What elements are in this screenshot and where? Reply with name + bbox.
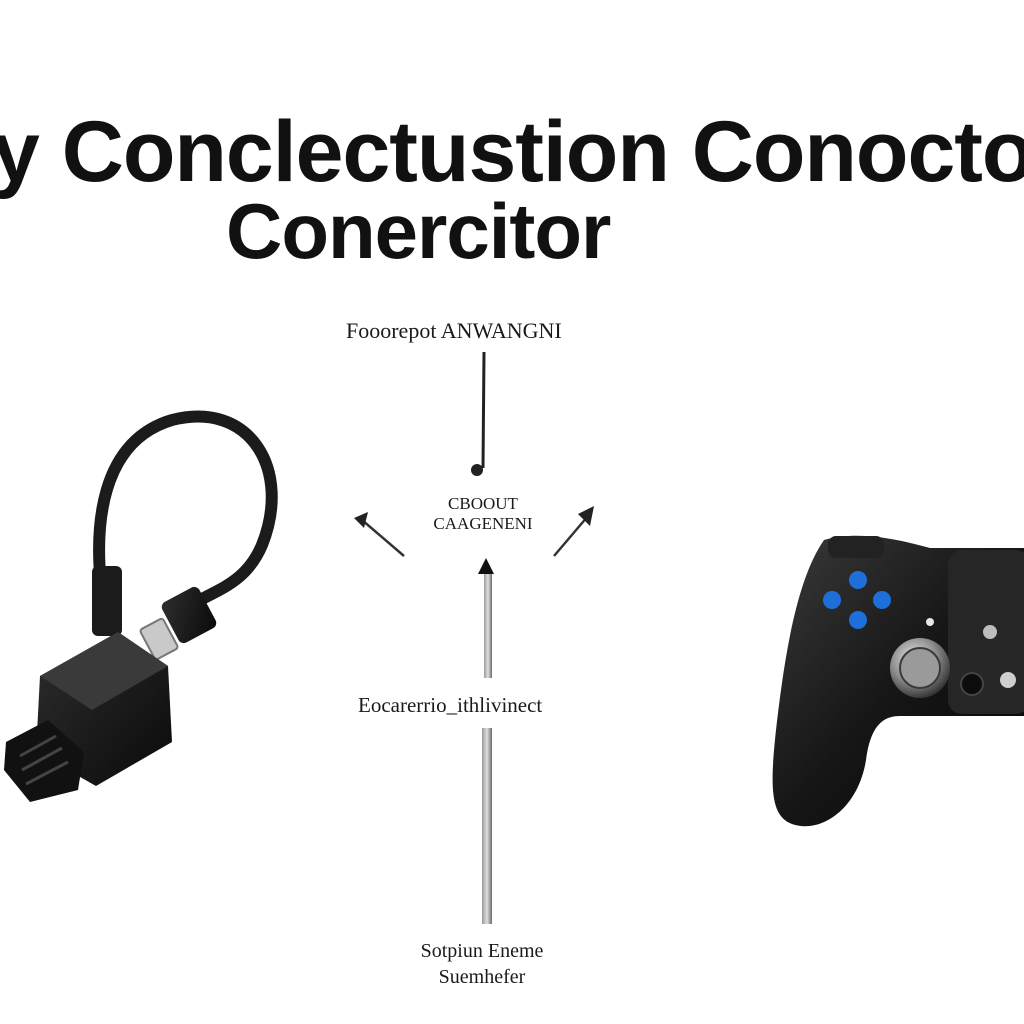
top-connector-line — [481, 351, 486, 469]
dpad-button-left — [823, 591, 841, 609]
cable-strain-relief — [92, 566, 122, 636]
cable-loop — [93, 410, 278, 626]
indicator-light — [926, 618, 934, 626]
left-arrow-head — [354, 512, 368, 528]
small-button-1 — [983, 625, 997, 639]
adapter-top-face — [40, 632, 168, 710]
small-button-3 — [1000, 672, 1016, 688]
small-plug-body — [161, 586, 217, 644]
left-diagonal-line — [361, 519, 405, 557]
title-line-2: Conercitor — [226, 187, 611, 275]
center-lower-rod — [482, 728, 492, 924]
dpad-button-up — [849, 571, 867, 589]
adapter-rib-3 — [25, 760, 69, 786]
title-line-1: y Conclectustion Conoctor — [0, 104, 1024, 200]
connector-lines — [354, 351, 594, 924]
top-connector-dot — [471, 464, 483, 476]
label-center-line-1: CBOOUT — [448, 494, 518, 513]
controller-top-bump — [828, 536, 884, 558]
center-upper-rod — [484, 574, 492, 678]
game-controller-icon — [772, 535, 1024, 827]
label-bottom-line-1: Sotpiun Eneme — [420, 940, 544, 962]
dpad-button-down — [849, 611, 867, 629]
label-top: Fooorepot ANWANGNI — [346, 318, 562, 343]
dpad-button-right — [873, 591, 891, 609]
label-bottom: Sotpiun Eneme Suemhefer — [380, 938, 584, 990]
adapter-rib-2 — [21, 746, 63, 772]
label-center-line-2: CAAGENENI — [433, 514, 533, 533]
label-bottom-line-2: Suemhefer — [438, 966, 526, 988]
thumbstick-cap — [899, 647, 941, 689]
adapter-connector-end — [4, 720, 84, 802]
label-center: CBOOUT CAAGENENI — [420, 494, 546, 534]
small-button-2 — [960, 672, 984, 696]
usb-cable-adapter-icon — [4, 410, 278, 802]
label-middle: Eocarerrio_ithlivinect — [358, 693, 543, 717]
small-plug-tip — [139, 617, 179, 661]
right-arrow-head — [578, 506, 594, 526]
center-arrow-head — [478, 558, 494, 574]
adapter-rib-1 — [19, 734, 57, 758]
right-diagonal-line — [553, 515, 589, 557]
